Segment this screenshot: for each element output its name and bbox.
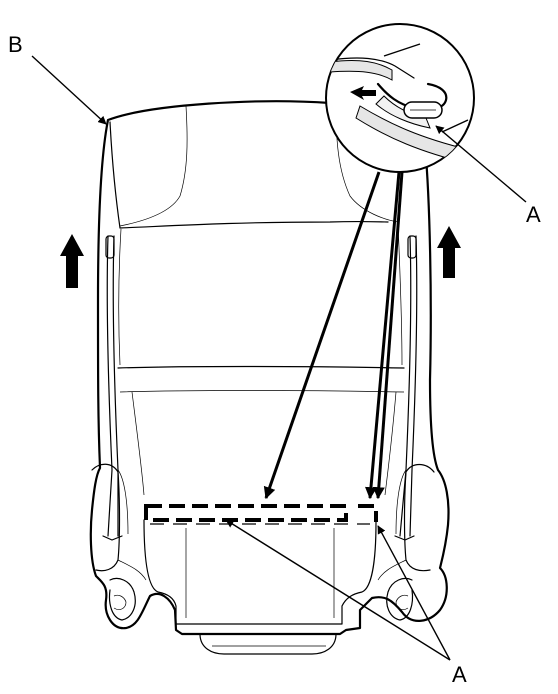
right-trim-strap <box>394 235 418 541</box>
hook-locations <box>144 504 378 525</box>
seat-cushion <box>89 100 450 655</box>
lift-arrow-left-icon <box>60 234 84 288</box>
leader-a-bottom-1 <box>225 519 451 661</box>
seat-front-seam <box>117 365 405 369</box>
hook-strip <box>144 504 348 522</box>
callout-a-bottom-label: A <box>452 662 467 687</box>
callout-a-detail-label: A <box>526 202 541 227</box>
hook-detail-view <box>325 23 475 173</box>
leader-b <box>31 55 107 125</box>
leader-a-bottom-2 <box>377 525 451 661</box>
left-trim-strap <box>102 235 129 541</box>
detail-pointers <box>263 171 404 500</box>
lower-cushion <box>143 519 377 625</box>
back-panel-seam <box>109 121 389 229</box>
cushion-outline <box>89 100 450 636</box>
callout-leaders <box>31 55 527 661</box>
leader-a-detail <box>435 125 527 203</box>
lift-arrow-right-icon <box>437 226 461 278</box>
callout-b-label: B <box>8 32 23 57</box>
bottom-pull-tab <box>199 633 337 655</box>
hook-corner <box>358 504 378 522</box>
